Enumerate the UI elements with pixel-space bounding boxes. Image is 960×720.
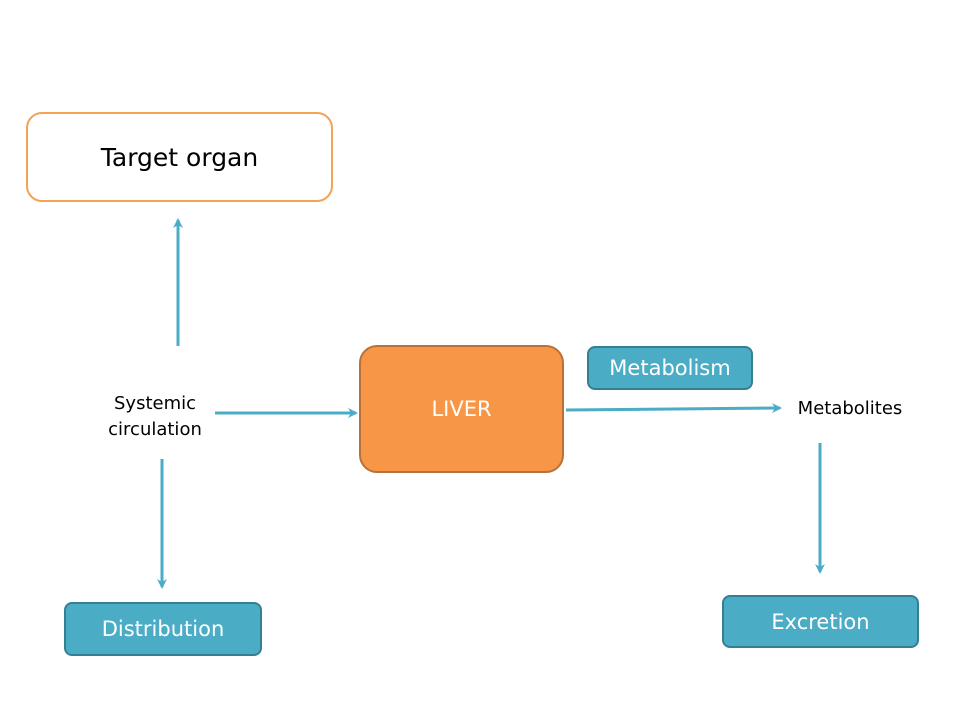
distribution-label: Distribution xyxy=(101,617,225,641)
systemic-line-2: circulation xyxy=(108,419,202,440)
systemic-line-1: Systemic xyxy=(113,393,197,414)
metabolites-label: Metabolites xyxy=(797,398,903,419)
distribution-box: Distribution xyxy=(64,602,262,656)
liver-label: LIVER xyxy=(431,397,492,421)
excretion-box: Excretion xyxy=(722,595,919,648)
arrow-to-metabolites xyxy=(565,403,782,414)
liver-box: LIVER xyxy=(359,345,564,473)
target-organ-box: Target organ xyxy=(26,112,333,202)
metabolism-label: Metabolism xyxy=(609,356,731,380)
target-organ-label: Target organ xyxy=(100,142,259,172)
excretion-label: Excretion xyxy=(771,609,870,634)
metabolism-box: Metabolism xyxy=(587,346,753,390)
systemic-circulation-label: Systemic circulation xyxy=(92,391,218,443)
